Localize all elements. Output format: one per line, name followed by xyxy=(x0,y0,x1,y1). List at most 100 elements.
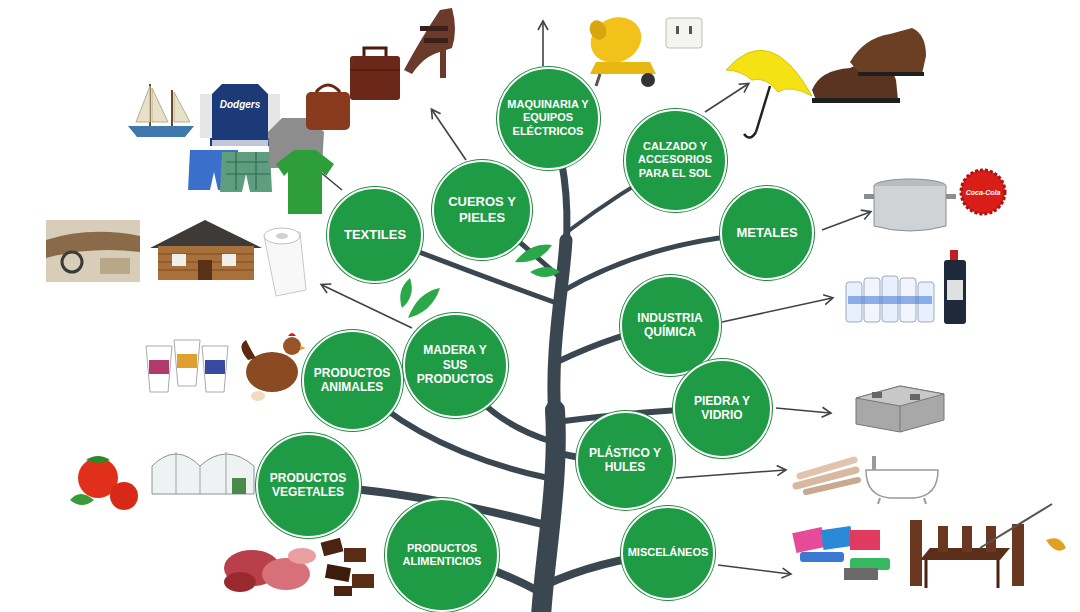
category-label: PLÁSTICO Y HULES xyxy=(583,446,667,475)
fishing-rod xyxy=(980,504,1066,551)
shoes xyxy=(850,28,926,74)
leader-arrow xyxy=(722,298,832,322)
greenhouse xyxy=(152,452,254,494)
leader-arrow xyxy=(705,84,748,112)
high-heel xyxy=(404,8,455,78)
car-interior xyxy=(62,252,82,272)
jacket xyxy=(210,84,270,146)
sailboat xyxy=(171,90,173,126)
chocolates xyxy=(321,538,374,596)
brushes xyxy=(792,527,826,553)
shoes xyxy=(858,72,924,76)
log-house xyxy=(172,254,186,266)
bathtub xyxy=(866,456,938,504)
brushes xyxy=(821,526,853,550)
bathtub xyxy=(924,498,926,504)
brushes xyxy=(850,530,880,550)
category-circle: PRODUCTOS ANIMALES xyxy=(302,330,403,431)
chocolates xyxy=(321,538,344,557)
category-label: CUEROS Y PIELES xyxy=(440,194,524,225)
toilet-paper xyxy=(276,233,288,239)
brushes xyxy=(844,568,878,580)
brushes xyxy=(800,552,844,562)
leader-arrow xyxy=(822,212,870,230)
shorts xyxy=(188,150,272,192)
greenhouse xyxy=(176,452,226,494)
log-house xyxy=(198,260,212,280)
hen xyxy=(241,340,256,360)
car-interior xyxy=(46,232,140,258)
bathtub xyxy=(866,470,938,498)
steel-pot xyxy=(864,179,956,231)
hen xyxy=(283,337,301,355)
sailboat xyxy=(152,88,168,122)
leaf xyxy=(530,267,560,277)
leader-arrow xyxy=(542,22,544,66)
tomatoes xyxy=(70,494,94,505)
dining-set xyxy=(962,526,972,552)
category-label: TEXTILES xyxy=(344,227,406,243)
category-label: PRODUCTOS ANIMALES xyxy=(309,366,395,395)
category-circle: PLÁSTICO Y HULES xyxy=(576,411,675,510)
cap-logo: Coca-Cola xyxy=(966,189,1001,196)
yogurt-cups xyxy=(146,346,172,392)
tomatoes xyxy=(110,482,138,510)
greenhouse xyxy=(232,478,246,494)
cold-meats xyxy=(224,572,256,592)
hen xyxy=(300,346,306,350)
chemical-bottle xyxy=(944,260,966,324)
cement-mixer xyxy=(583,9,649,71)
chocolates xyxy=(325,564,351,582)
jacket xyxy=(212,140,268,146)
high-heel xyxy=(404,8,455,78)
category-circle: MAQUINARIA Y EQUIPOS ELÉCTRICOS xyxy=(497,67,600,170)
category-circle: MISCELÁNEOS xyxy=(621,506,715,600)
tomatoes xyxy=(70,456,138,510)
sailboat xyxy=(136,86,150,122)
category-circle: CUEROS Y PIELES xyxy=(432,160,532,260)
umbrella xyxy=(726,50,812,137)
dining-set xyxy=(925,560,928,588)
cement-blocks xyxy=(856,386,944,432)
bottle-cap xyxy=(961,170,1005,214)
cement-blocks xyxy=(900,406,901,432)
dining-set xyxy=(997,560,1000,588)
jacket-lettering: Dodgers xyxy=(220,99,261,110)
category-label: MISCELÁNEOS xyxy=(628,546,709,559)
electric-outlet xyxy=(666,18,702,48)
category-label: METALES xyxy=(736,225,797,241)
leather-bag xyxy=(350,56,400,100)
pvc-pipes xyxy=(806,480,858,492)
shoes xyxy=(812,98,900,103)
category-label: PRODUCTOS VEGETALES xyxy=(263,471,353,500)
electric-outlet xyxy=(666,18,702,48)
shorts xyxy=(220,152,272,192)
steel-pot xyxy=(874,186,946,231)
category-circle: CALZADO Y ACCESORIOS PARA EL SOL xyxy=(624,109,727,212)
category-label: PIEDRA Y VIDRIO xyxy=(680,394,764,423)
cement-mixer xyxy=(583,9,656,87)
high-heel xyxy=(420,26,448,31)
yogurt-cups xyxy=(202,346,228,392)
jacket xyxy=(200,94,212,138)
bathtub xyxy=(872,456,876,470)
yogurt-cups xyxy=(146,340,228,392)
leader-arrow xyxy=(718,565,790,574)
brushes xyxy=(792,526,890,580)
electric-outlet xyxy=(689,26,692,34)
leather-bag xyxy=(364,48,386,56)
fishing-rod xyxy=(980,504,1052,548)
t-shirt xyxy=(276,150,334,214)
umbrella xyxy=(744,132,756,138)
yogurt-cups xyxy=(177,354,197,368)
log-house xyxy=(222,254,236,266)
leather-bag xyxy=(350,69,400,71)
dining-set xyxy=(910,520,922,586)
leader-arrow xyxy=(432,110,466,160)
cement-blocks xyxy=(910,394,920,400)
leaf xyxy=(515,245,552,263)
pvc-pipes xyxy=(800,460,854,476)
cement-mixer xyxy=(641,73,655,87)
hen xyxy=(288,333,296,336)
category-label: MADERA Y SUS PRODUCTOS xyxy=(413,343,497,386)
